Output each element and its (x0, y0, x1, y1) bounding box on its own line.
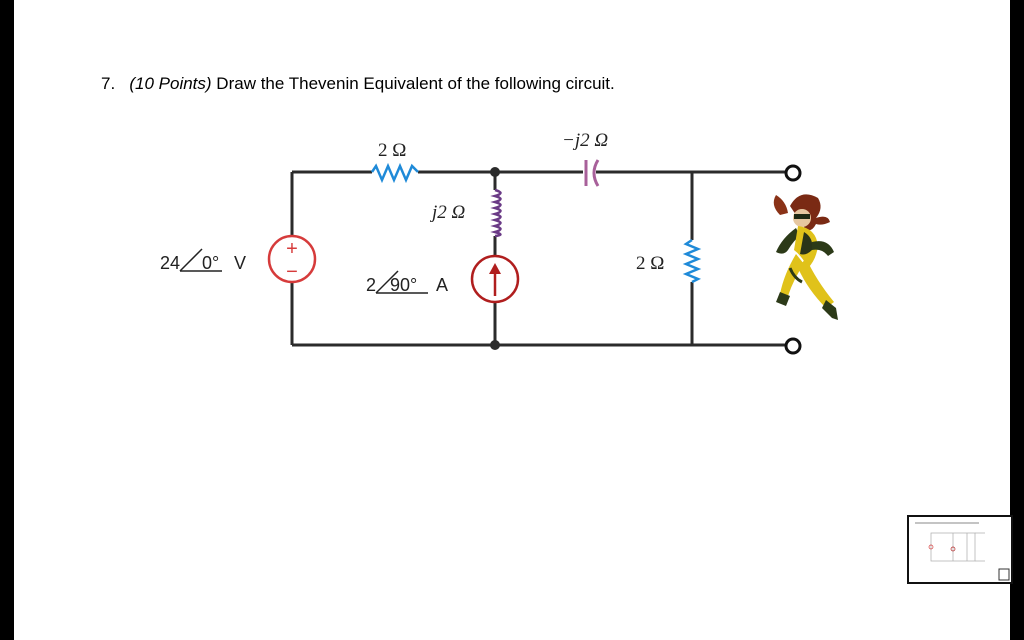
question-number: 7. (101, 74, 116, 93)
node-top (490, 167, 500, 177)
resistor-r2-label: 2 Ω (636, 253, 664, 274)
terminal-b (784, 337, 802, 355)
slide-thumbnail[interactable] (907, 515, 1013, 584)
resistor-r1 (370, 162, 419, 184)
capacitor (584, 159, 600, 187)
capacitor-label: −j2 Ω (562, 130, 608, 151)
voltage-source-unit: V (234, 253, 246, 273)
thumbnail-preview (915, 522, 1010, 581)
voltage-source-magnitude: 24 (160, 253, 180, 273)
voltage-source-label: 24 0° V (160, 248, 246, 273)
current-source-magnitude: 2 (366, 275, 376, 295)
current-source-unit: A (436, 275, 448, 295)
question-text: 7. (10 Points) Draw the Thevenin Equival… (101, 74, 615, 94)
node-bottom (490, 340, 500, 350)
terminal-a (784, 164, 802, 182)
resistor-r1-label: 2 Ω (378, 140, 406, 161)
voltage-source (267, 234, 317, 284)
superhero-illustration (773, 194, 838, 320)
inductor (490, 188, 502, 238)
wires (290, 170, 788, 347)
question-body: Draw the Thevenin Equivalent of the foll… (216, 74, 615, 93)
voltage-source-plus-sign: + (286, 238, 298, 260)
inductor-label: j2 Ω (429, 202, 466, 223)
page-background (14, 0, 1010, 640)
voltage-source-angle: 0° (202, 253, 219, 273)
resistor-r2 (682, 238, 702, 284)
current-source-label: 2 90° A (366, 270, 448, 295)
voltage-source-minus-sign: − (286, 261, 298, 283)
arrow-up-icon (489, 263, 501, 274)
question-points: (10 Points) (129, 74, 212, 93)
current-source-angle: 90° (390, 275, 417, 295)
